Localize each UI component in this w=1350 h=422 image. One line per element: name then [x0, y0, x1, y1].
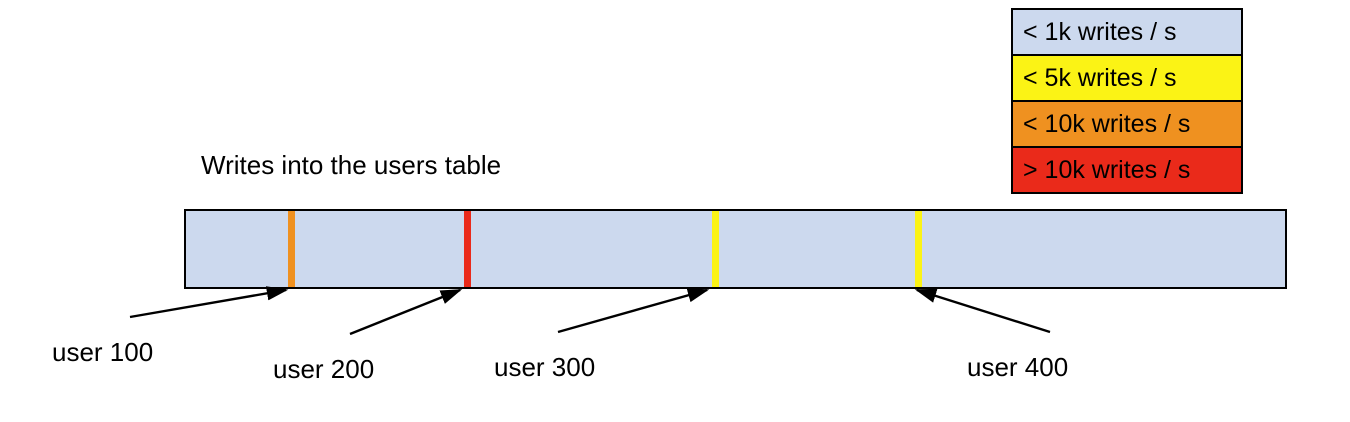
- legend-label-under-10k: < 10k writes / s: [1023, 109, 1191, 138]
- arrow-user-100: [129, 286, 289, 319]
- write-rate-legend: < 1k writes / s < 5k writes / s < 10k wr…: [1011, 8, 1243, 194]
- arrow-user-300: [557, 288, 710, 334]
- chart-title: Writes into the users table: [201, 150, 502, 180]
- callout-user-100: user 100: [52, 337, 154, 367]
- legend-label-over-10k: > 10k writes / s: [1023, 155, 1191, 184]
- legend-row-over-10k: > 10k writes / s: [1013, 148, 1241, 192]
- users-table-strip: [184, 209, 1287, 289]
- arrow-user-400: [914, 288, 1051, 334]
- marker-user-200: [464, 211, 471, 287]
- callout-user-200: user 200: [273, 354, 375, 384]
- marker-user-100: [288, 211, 295, 287]
- legend-label-under-5k: < 5k writes / s: [1023, 63, 1177, 92]
- legend-label-under-1k: < 1k writes / s: [1023, 17, 1177, 46]
- marker-user-400: [915, 211, 922, 287]
- legend-row-under-1k: < 1k writes / s: [1013, 10, 1241, 56]
- legend-row-under-10k: < 10k writes / s: [1013, 102, 1241, 148]
- marker-user-300: [712, 211, 719, 287]
- arrow-user-200: [349, 288, 463, 336]
- legend-row-under-5k: < 5k writes / s: [1013, 56, 1241, 102]
- callout-user-400: user 400: [967, 352, 1069, 382]
- callout-user-300: user 300: [494, 352, 596, 382]
